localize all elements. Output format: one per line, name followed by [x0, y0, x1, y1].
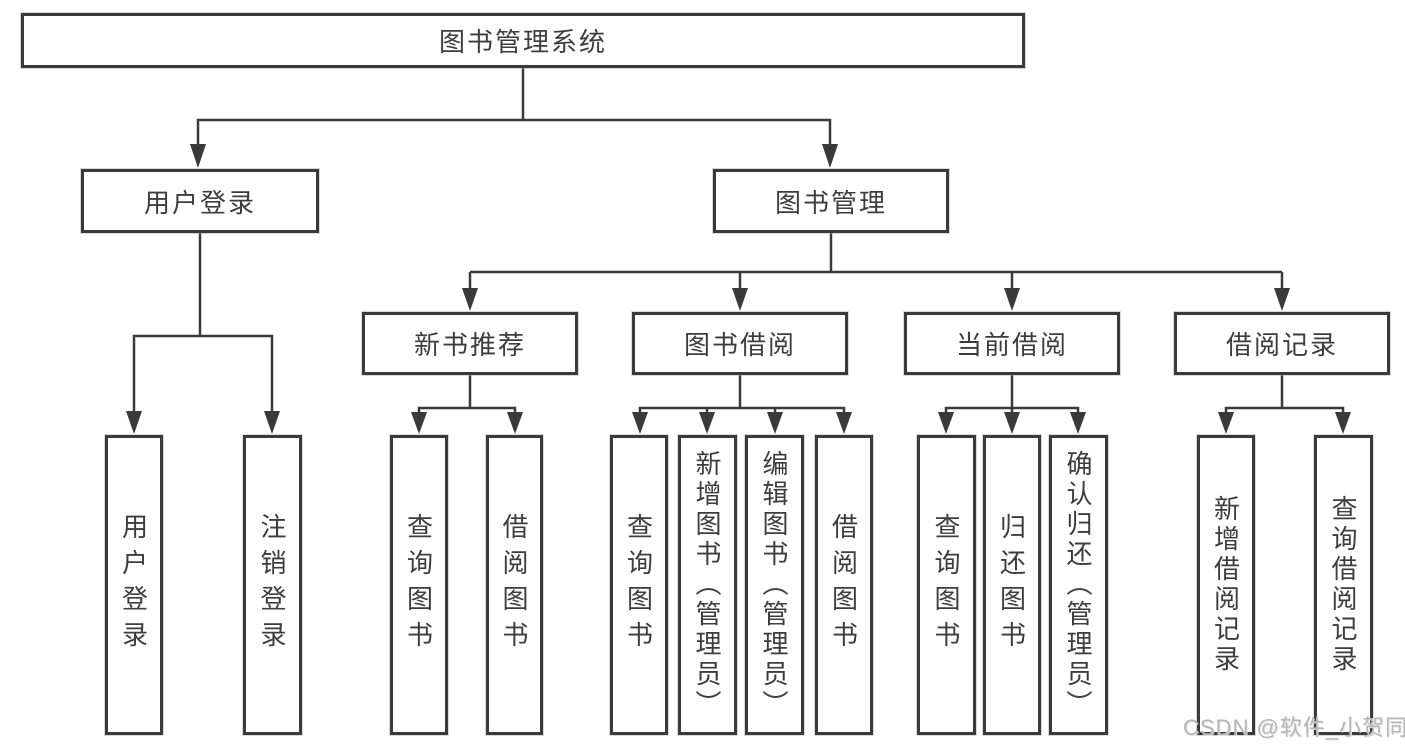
arrowheads [126, 144, 1351, 434]
leaf-add-borrow-record-label: 新增借阅记录 [1210, 495, 1241, 675]
leaf-add-borrow-record: 新增借阅记录 [1197, 435, 1255, 735]
leaf-add-book-admin-label: 新增图书（管理员） [692, 450, 722, 720]
node-borrowing-records: 借阅记录 [1174, 312, 1390, 375]
node-book-borrowing-label: 图书借阅 [683, 330, 796, 360]
csdn-watermark: CSDN @软件_小贺同学 [1183, 715, 1405, 740]
node-book-borrowing: 图书借阅 [632, 312, 848, 375]
leaf-edit-book-admin: 编辑图书（管理员） [745, 435, 804, 735]
leaf-borrow-books-recommend-label: 借阅图书 [499, 513, 529, 657]
node-borrowing-records-label: 借阅记录 [1225, 330, 1338, 360]
leaf-query-books-current-label: 查询图书 [931, 513, 961, 657]
leaf-borrow-books-borrowing-label: 借阅图书 [828, 513, 859, 657]
node-current-borrowing: 当前借阅 [904, 312, 1120, 375]
leaf-query-books-current: 查询图书 [917, 435, 976, 735]
leaf-query-books-recommend-label: 查询图书 [403, 513, 434, 657]
leaf-return-book-label: 归还图书 [996, 513, 1027, 657]
leaf-confirm-return-admin-label: 确认归还（管理员） [1063, 450, 1093, 720]
leaf-query-books-borrowing: 查询图书 [610, 435, 668, 735]
leaf-edit-book-admin-label: 编辑图书（管理员） [759, 450, 789, 720]
leaf-query-borrow-record: 查询借阅记录 [1314, 435, 1373, 735]
node-user-login-label: 用户登录 [143, 187, 256, 218]
node-root-system: 图书管理系统 [21, 13, 1025, 68]
node-user-login: 用户登录 [81, 169, 319, 233]
leaf-query-borrow-record-label: 查询借阅记录 [1328, 495, 1358, 675]
leaf-user-login: 用户登录 [105, 435, 163, 735]
node-book-management-label: 图书管理 [774, 187, 887, 218]
leaf-borrow-books-borrowing: 借阅图书 [815, 435, 873, 735]
node-new-book-recommend-label: 新书推荐 [413, 330, 526, 360]
leaf-add-book-admin: 新增图书（管理员） [678, 435, 737, 735]
node-root-label: 图书管理系统 [438, 27, 607, 57]
leaf-logout: 注销登录 [243, 435, 302, 735]
leaf-confirm-return-admin: 确认归还（管理员） [1049, 435, 1108, 735]
leaf-query-books-borrowing-label: 查询图书 [623, 513, 654, 657]
node-book-management: 图书管理 [713, 169, 949, 233]
leaf-query-books-recommend: 查询图书 [390, 435, 448, 735]
leaf-return-book: 归还图书 [983, 435, 1041, 735]
leaf-borrow-books-recommend: 借阅图书 [486, 435, 543, 735]
node-current-borrowing-label: 当前借阅 [955, 330, 1068, 360]
leaf-logout-label: 注销登录 [257, 513, 287, 657]
leaf-user-login-label: 用户登录 [118, 513, 149, 657]
node-new-book-recommend: 新书推荐 [362, 312, 578, 375]
